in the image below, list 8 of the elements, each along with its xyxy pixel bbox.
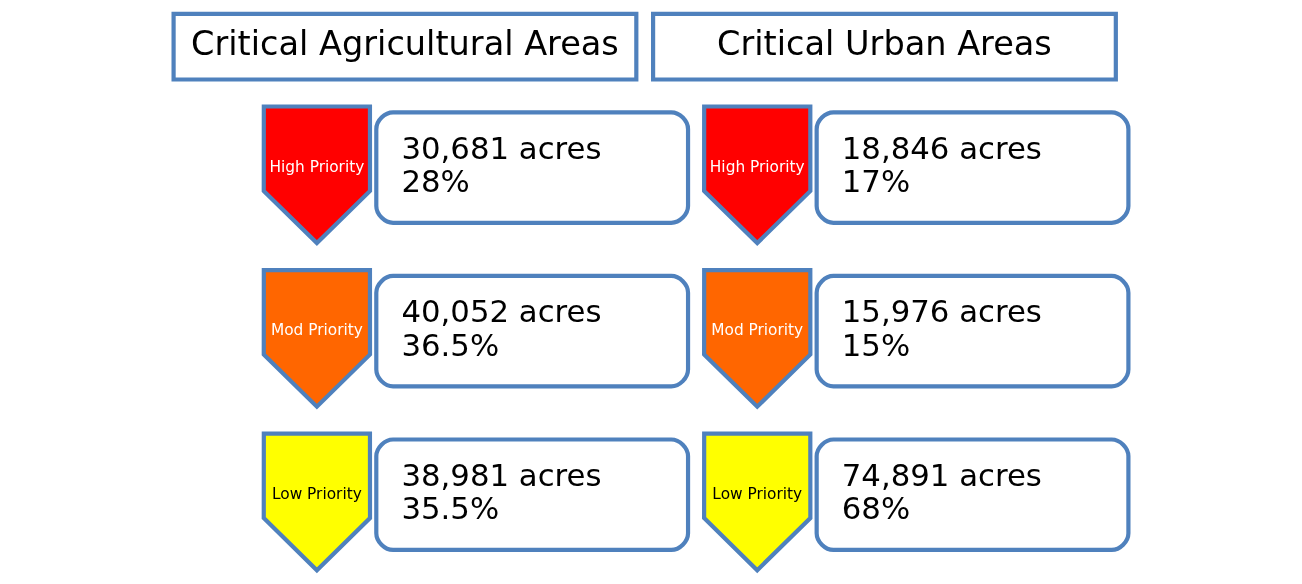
node-box: 15,976 acres 15% [814,273,1131,389]
node-box: 30,681 acres 28% [374,110,691,225]
node-box: 18,846 acres 17% [814,110,1131,225]
node-box: Critical Urban Areas [651,11,1118,82]
node-box: 38,981 acres 35.5% [374,437,691,553]
node-box: 40,052 acres 36.5% [374,273,691,389]
node-box: 74,891 acres 68% [814,437,1131,553]
node-box: Critical Agricultural Areas [171,11,639,82]
